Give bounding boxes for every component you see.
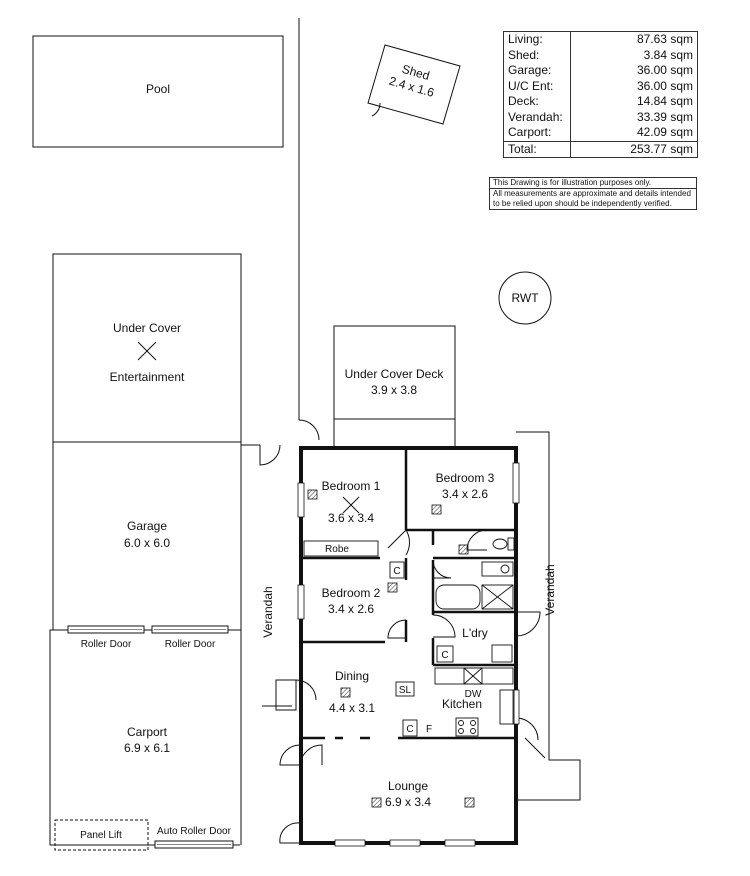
garage-label: Garage <box>127 519 167 533</box>
dw-label: DW <box>465 689 482 700</box>
area-label: Shed: <box>503 47 571 63</box>
fridge-label: F <box>426 724 432 735</box>
dining-dim: 4.4 x 3.1 <box>329 701 375 715</box>
pool-outline <box>32 35 284 148</box>
area-value: 14.84 sqm <box>636 94 693 108</box>
verandah-west-label: Verandah <box>261 586 275 637</box>
carport-label: Carport <box>127 725 168 739</box>
area-value: 87.63 sqm <box>636 32 693 46</box>
shed-door <box>371 102 381 117</box>
area-label: Verandah: <box>503 109 571 125</box>
area-value: 42.09 sqm <box>636 125 693 139</box>
deck-outline <box>333 325 456 447</box>
auto-roller-door-label: Auto Roller Door <box>157 826 232 837</box>
garage-outline <box>52 441 242 631</box>
area-row: Carport: 42.09 sqm <box>503 125 698 141</box>
area-label: Carport: <box>503 125 571 141</box>
total-label: Total: <box>503 140 571 158</box>
area-table: Living: 87.63 sqm Shed: 3.84 sqm Garage: 36… <box>503 31 698 158</box>
bedroom2-dim: 3.4 x 2.6 <box>328 602 374 616</box>
robe-label: Robe <box>325 544 349 555</box>
dining-label: Dining <box>335 669 369 683</box>
bedroom1-dim: 3.6 x 3.4 <box>328 511 374 525</box>
area-total-row: Total:253.77 sqm <box>503 140 698 158</box>
carport-dim: 6.9 x 6.1 <box>124 741 170 755</box>
panel-lift <box>54 819 149 851</box>
rwt-tank <box>498 271 552 325</box>
cupboard-bed2: C <box>393 566 400 577</box>
area-row: Living: 87.63 sqm <box>503 31 698 48</box>
area-row: U/C Ent: 36.00 sqm <box>503 78 698 94</box>
lounge-label: Lounge <box>388 779 428 793</box>
uc-ent-label-1: Under Cover <box>113 321 181 335</box>
verandah-east-outline <box>516 431 581 801</box>
area-value: 3.84 sqm <box>643 47 693 62</box>
bedroom1-label: Bedroom 1 <box>322 479 381 493</box>
cupboard-kitchen: C <box>406 724 413 735</box>
cupboard-laundry: C <box>441 650 448 661</box>
bedroom3-label: Bedroom 3 <box>436 471 495 485</box>
carport-outline <box>49 629 240 846</box>
roller-door-left-label: Roller Door <box>81 639 132 650</box>
disclaimer-line-1: This Drawing is for illustration purpose… <box>490 178 696 189</box>
sl-label: SL <box>399 685 412 696</box>
bedroom2-label: Bedroom 2 <box>322 586 381 600</box>
shed-outline <box>367 44 461 125</box>
uc-ent-label-2: Entertainment <box>110 370 185 384</box>
area-label: Deck: <box>503 94 571 110</box>
deck-label: Under Cover Deck <box>345 367 445 381</box>
kitchen-label: Kitchen <box>442 697 482 711</box>
pool-label: Pool <box>146 82 170 96</box>
disclaimer-line-3: to be relied upon should be independentl… <box>493 199 672 208</box>
rwt-label: RWT <box>511 291 539 305</box>
total-value: 253.77 sqm <box>570 140 698 158</box>
disclaimer: This Drawing is for illustration purpose… <box>489 177 697 210</box>
deck-dim: 3.9 x 3.8 <box>371 383 417 397</box>
area-value: 36.00 sqm <box>636 63 693 77</box>
area-label: U/C Ent: <box>503 78 571 94</box>
area-row: Deck: 14.84 sqm <box>503 94 698 110</box>
gate-swing <box>298 419 320 441</box>
lounge-dim: 6.9 x 3.4 <box>385 795 431 809</box>
roller-door-right-label: Roller Door <box>165 639 216 650</box>
area-value: 33.39 sqm <box>636 109 693 124</box>
panel-lift-label: Panel Lift <box>80 830 122 841</box>
uc-ent-outline <box>52 253 242 443</box>
area-value: 36.00 sqm <box>636 78 693 93</box>
area-row: Shed: 3.84 sqm <box>503 47 698 63</box>
area-label: Living: <box>503 31 571 48</box>
area-label: Garage: <box>503 63 571 79</box>
disclaimer-line-2: All measurements are approximate and det… <box>493 189 691 198</box>
area-row: Verandah: 33.39 sqm <box>503 109 698 125</box>
area-row: Garage: 36.00 sqm <box>503 63 698 79</box>
bedroom3-dim: 3.4 x 2.6 <box>442 487 488 501</box>
verandah-east-label: Verandah <box>543 564 557 615</box>
laundry-label: L'dry <box>462 626 488 640</box>
garage-dim: 6.0 x 6.0 <box>124 536 170 550</box>
